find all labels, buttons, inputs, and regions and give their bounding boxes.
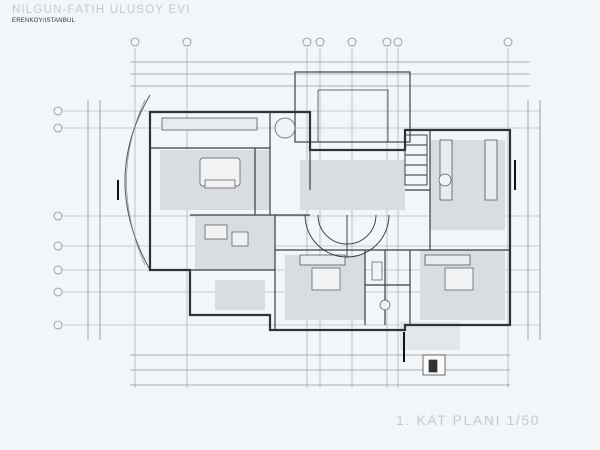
exterior-walls: [148, 110, 512, 332]
balcony-top: [294, 71, 411, 143]
project-location: ERENKOY/ISTANBUL: [12, 18, 76, 24]
project-title: NILGUN-FATIH ULUSOY EVI: [12, 4, 191, 16]
section-markers: [117, 160, 516, 362]
curved-bay: [124, 94, 151, 271]
interior-walls: [150, 112, 510, 330]
furniture: [199, 117, 474, 311]
plan-caption: 1. KAT PLANI 1/50: [396, 412, 541, 428]
grid-bubbles: [53, 37, 513, 330]
legend-box: [422, 354, 446, 376]
dimension-lines: [87, 61, 541, 386]
staircase: [304, 134, 428, 258]
